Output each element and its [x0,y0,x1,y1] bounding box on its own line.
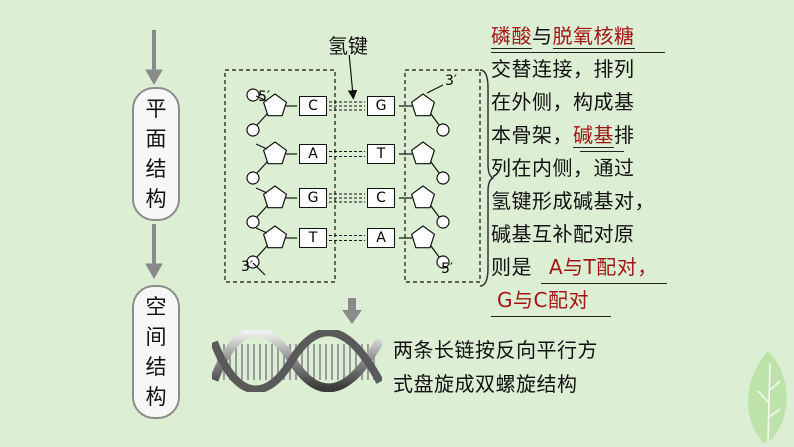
left-base-C: C [299,96,327,116]
right-brace [479,69,494,287]
answer-line-4 [580,151,624,152]
backbone-bond [256,205,268,218]
phosphate-circle [246,255,260,269]
desc-line-7: 碱基互补配对原 [491,222,635,246]
right-base-A: A [367,228,395,248]
answer-base: 碱基 [573,123,614,148]
backbone-bond [255,143,268,150]
connector-text: 与 [532,24,553,48]
down-arrow-icon [342,298,362,324]
desc-line-1: 磷酸与脱氧核糖 [491,20,791,53]
answer-phosphate: 磷酸 [491,24,532,49]
desc-line-5: 列在内侧，通过 [491,156,635,180]
desc-line-4: 本骨架，碱基排 [491,119,791,152]
spatial-structure-label: 空间结构 [145,295,167,409]
planar-structure-pill: 平面结构 [132,87,180,221]
deoxyribose-pentagon [410,141,436,165]
helix-desc-line-1: 两条长链按反向平行方 [393,338,598,362]
right-top-end-label: 3′ [445,73,458,89]
phosphate-circle [436,123,450,137]
left-base-T: T [299,228,327,248]
phosphate-circle [436,255,450,269]
desc-line-4-pre: 本骨架， [491,123,573,147]
phosphate-circle [246,171,260,185]
backbone-bond [255,227,268,234]
helix-description: 两条长链按反向平行方 式盘旋成双螺旋结构 [393,333,598,401]
backbone-bond [256,161,268,174]
leaf-decoration-icon [748,351,787,443]
planar-structure-label: 平面结构 [145,97,167,211]
backbone-bond [252,262,266,276]
right-base-G: G [367,96,395,116]
left-base-G: G [299,188,327,208]
phosphate-circle [246,215,260,229]
backbone-bond [256,245,268,258]
right-base-C: C [367,188,395,208]
deoxyribose-pentagon [410,185,436,209]
deoxyribose-pentagon [410,225,436,249]
phosphate-circle [436,215,450,229]
backbone-bond [430,113,440,126]
right-bottom-end-label: 5′ [441,261,454,277]
backbone-bond [430,245,440,258]
answer-at-pairing: A与T配对， [548,255,658,279]
backbone-bond [255,187,268,194]
backbone-bond [256,113,268,126]
desc-line-6: 氢键形成碱基对， [491,189,655,213]
desc-line-2: 交替连接，排列 [491,57,635,81]
answer-line-1 [491,52,665,53]
helix-strand-2 [212,330,382,392]
left-top-end-label: 5′ [258,89,271,105]
desc-line-8: 则是 A与T配对， [491,251,791,284]
desc-line-8-pre: 则是 [491,255,532,279]
structure-description: 磷酸与脱氧核糖 交替连接，排列 在外侧，构成基 本骨架，碱基排 列在内侧，通过 … [491,20,791,317]
answer-gc-pairing: G与C配对 [497,288,589,312]
helix-desc-line-2: 式盘旋成双螺旋结构 [393,372,578,396]
phosphate-circle [246,88,260,102]
desc-line-4-post: 排 [614,123,635,147]
desc-line-3: 在外侧，构成基 [491,90,635,114]
flow-arrows [145,30,163,280]
top-arrow-head [145,69,163,86]
answer-line-8 [541,283,667,284]
backbone-bond [255,95,268,102]
phosphate-circle [246,123,260,137]
double-helix-illustration [212,330,382,392]
spatial-structure-pill: 空间结构 [132,285,180,419]
desc-line-9: G与C配对 [491,284,791,317]
answer-line-9 [491,316,611,317]
middle-arrow-head [145,263,163,280]
backbone-bond [426,84,444,94]
phosphate-circle [436,171,450,185]
deoxyribose-pentagon [410,93,436,117]
left-base-A: A [299,144,327,164]
hydrogen-bond-label: 氢键 [328,34,368,58]
answer-deoxyribose: 脱氧核糖 [552,24,635,49]
right-base-T: T [367,144,395,164]
hydrogen-bond-arrow [347,55,358,100]
backbone-bond [430,161,440,174]
right-strand-box [404,69,481,283]
left-bottom-end-label: 3′ [241,259,254,275]
backbone-bond [430,205,440,218]
dna-planar-diagram [224,55,481,283]
